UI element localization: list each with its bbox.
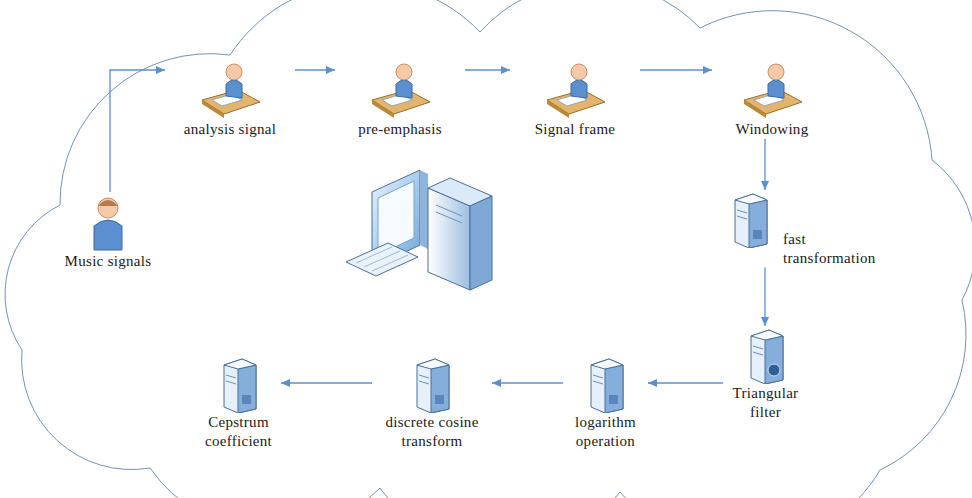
person-icon: [88, 192, 128, 252]
node-label: Music signals: [53, 252, 163, 271]
node-label: discrete cosine transform: [372, 413, 492, 451]
node-label: pre-emphasis: [335, 120, 465, 139]
process-node: Windowing: [712, 60, 832, 139]
flow-arrow: [640, 69, 712, 70]
process-node: pre-emphasis: [335, 60, 465, 139]
worker-icon: [740, 60, 804, 120]
process-node: logarithm operation: [563, 355, 648, 451]
server-icon: [743, 326, 789, 384]
node-label: Triangular filter: [723, 384, 808, 422]
flow-arrow: [764, 139, 765, 190]
flow-arrow: [295, 69, 335, 70]
worker-icon: [543, 60, 607, 120]
flow-arrow: [648, 382, 723, 383]
flow-arrow: [110, 70, 165, 192]
node-label: logarithm operation: [563, 413, 648, 451]
node-label: Signal frame: [510, 120, 640, 139]
node-label: Cepstrum coefficient: [196, 413, 281, 451]
process-node: Music signals: [53, 192, 163, 271]
computer-illustration: [346, 170, 492, 290]
node-label: Windowing: [712, 120, 832, 139]
flow-arrow: [465, 69, 510, 70]
flow-arrow: [281, 382, 372, 383]
process-node: discrete cosine transform: [372, 355, 492, 451]
process-node: fast transformation: [727, 190, 873, 268]
process-node: Signal frame: [510, 60, 640, 139]
server-icon: [583, 355, 629, 413]
worker-icon: [198, 60, 262, 120]
node-label: fast transformation: [783, 230, 873, 268]
flow-arrow: [492, 382, 563, 383]
server-icon: [216, 355, 262, 413]
process-node: Triangular filter: [723, 326, 808, 422]
process-node: Cepstrum coefficient: [196, 355, 281, 451]
process-node: analysis signal: [165, 60, 295, 139]
worker-icon: [368, 60, 432, 120]
server-icon: [409, 355, 455, 413]
server-icon: [727, 190, 773, 248]
node-label: analysis signal: [165, 120, 295, 139]
flow-arrow: [764, 268, 765, 327]
